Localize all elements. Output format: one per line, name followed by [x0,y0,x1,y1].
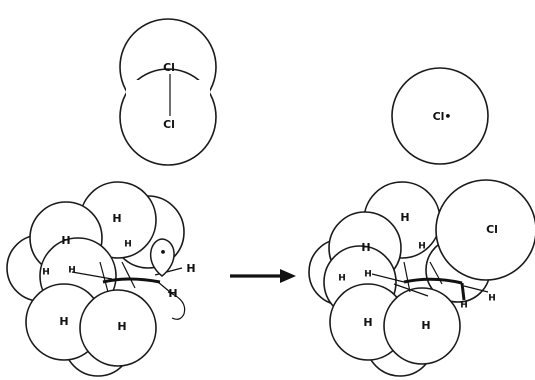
reaction-arrow [230,269,296,283]
reactant-bond-3 [121,261,136,289]
cl2-label-bottom: Cl [163,118,175,131]
reactant-h-label-7: H [168,287,177,300]
cl2-molecule: Cl Cl [119,18,217,166]
reactant-bond-5 [157,281,171,293]
reactant-cluster: • H H H H H H H H H [6,181,196,377]
product-h-label-1: H [400,211,409,224]
product-bond-3 [429,261,443,285]
reactant-orbital-curve [167,291,186,320]
product-atom-chlorine [435,179,535,281]
product-h-label-3: H [418,242,426,252]
product-atom-low-right [383,287,461,365]
product-h-label-9: H [421,319,430,332]
product-cl-label: Cl [486,223,498,236]
reactant-h-label-2: H [61,234,70,247]
reactant-orbital-lobe [150,238,175,277]
cl2-waist-fill [126,80,210,104]
reactant-h-label-5: H [68,266,76,276]
reactant-h-label-6: H [186,262,195,275]
reaction-arrow-head [280,269,296,283]
product-bond-5 [463,285,489,293]
chlorine-radical: Cl• [391,67,489,165]
reactant-h-label-4: H [42,268,50,278]
reactant-bond-1 [71,271,113,280]
product-h-label-8: H [363,316,372,329]
reactant-h-label-3: H [124,240,132,250]
cl-radical-label: Cl• [433,110,452,123]
reactant-bond-heavy [102,277,161,284]
reactant-h-label-9: H [117,320,126,333]
product-bond-4 [460,282,466,301]
product-bond-6 [393,283,429,297]
cl-radical-atom [391,67,489,165]
reactant-atom-low-right [79,289,157,367]
reactant-h-label-8: H [59,315,68,328]
reactant-radical-dot: • [159,246,166,259]
cl2-label-top: Cl [163,61,175,74]
product-h-label-6: H [460,301,468,311]
product-bond-1 [371,273,405,283]
product-h-label-2: H [361,241,370,254]
product-cluster: H H Cl H H H H H H H [308,179,535,377]
reactant-bond-2 [99,261,109,293]
product-h-label-5: H [364,270,372,280]
reactant-h-label-1: H [112,212,121,225]
product-bond-2 [403,261,411,293]
product-h-label-7: H [488,294,496,304]
product-h-label-4: H [338,274,346,284]
product-bond-heavy [403,277,463,285]
